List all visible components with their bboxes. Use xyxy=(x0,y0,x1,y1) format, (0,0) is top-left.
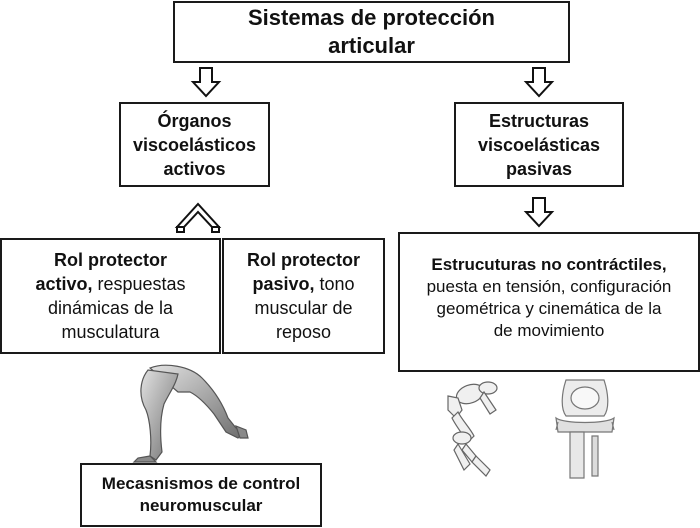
neuromuscular-box: Mecasnismos de control neuromuscular xyxy=(80,463,322,527)
passive-role-box: Rol protector pasivo, tono muscular de r… xyxy=(222,238,385,354)
active-role-heading: Rol protector xyxy=(53,250,167,270)
neuromuscular-line-1: Mecasnismos de control xyxy=(101,474,301,493)
active-role-keyword: activo, xyxy=(35,274,93,294)
passive-structures-line-1: Estructuras xyxy=(488,110,590,131)
active-organs-box: Órganos viscoelásticos activos xyxy=(119,102,270,187)
active-organs-line-1: Órganos xyxy=(157,110,232,131)
non-contractile-text-2: geométrica y cinemática de la xyxy=(436,299,662,318)
title-box: Sistemas de protección articular xyxy=(173,1,570,63)
active-role-box: Rol protector activo, respuestas dinámic… xyxy=(0,238,221,354)
passive-role-text-1: tono xyxy=(314,274,355,294)
passive-role-keyword: pasivo, xyxy=(252,274,315,294)
neuromuscular-line-2: neuromuscular xyxy=(139,496,263,515)
active-role-text-2: dinámicas de la xyxy=(47,298,174,318)
passive-role-heading: Rol protector xyxy=(246,250,360,270)
active-role-line-2: activo, respuestas xyxy=(35,272,185,296)
active-role-text-3: musculatura xyxy=(61,322,160,342)
down-arrow-icon xyxy=(190,67,222,98)
split-arrow-icon xyxy=(174,202,222,233)
title-line-2: articular xyxy=(328,33,415,58)
passive-role-text-2: muscular de xyxy=(254,298,353,318)
knee-joint-illustration xyxy=(555,379,615,479)
foot-bones-illustration xyxy=(447,381,498,477)
non-contractile-text-1: puesta en tensión, configuración xyxy=(426,277,672,296)
passive-role-text-3: reposo xyxy=(275,322,332,342)
passive-role-line-2: pasivo, tono xyxy=(252,272,354,296)
non-contractile-heading: Estrucuturas no contráctiles, xyxy=(431,255,667,274)
active-organs-line-2: viscoelásticos xyxy=(132,134,257,155)
passive-structures-box: Estructuras viscoelásticas pasivas xyxy=(454,102,624,187)
passive-structures-line-3: pasivas xyxy=(505,158,573,179)
running-legs-illustration xyxy=(132,364,249,463)
non-contractile-box: Estrucuturas no contráctiles, puesta en … xyxy=(398,232,700,372)
down-arrow-icon xyxy=(523,197,555,228)
active-organs-line-3: activos xyxy=(163,158,226,179)
active-role-text-1: respuestas xyxy=(92,274,186,294)
title-line-1: Sistemas de protección xyxy=(248,5,495,30)
passive-structures-line-2: viscoelásticas xyxy=(477,134,601,155)
non-contractile-text-3: de movimiento xyxy=(493,321,605,340)
down-arrow-icon xyxy=(523,67,555,98)
